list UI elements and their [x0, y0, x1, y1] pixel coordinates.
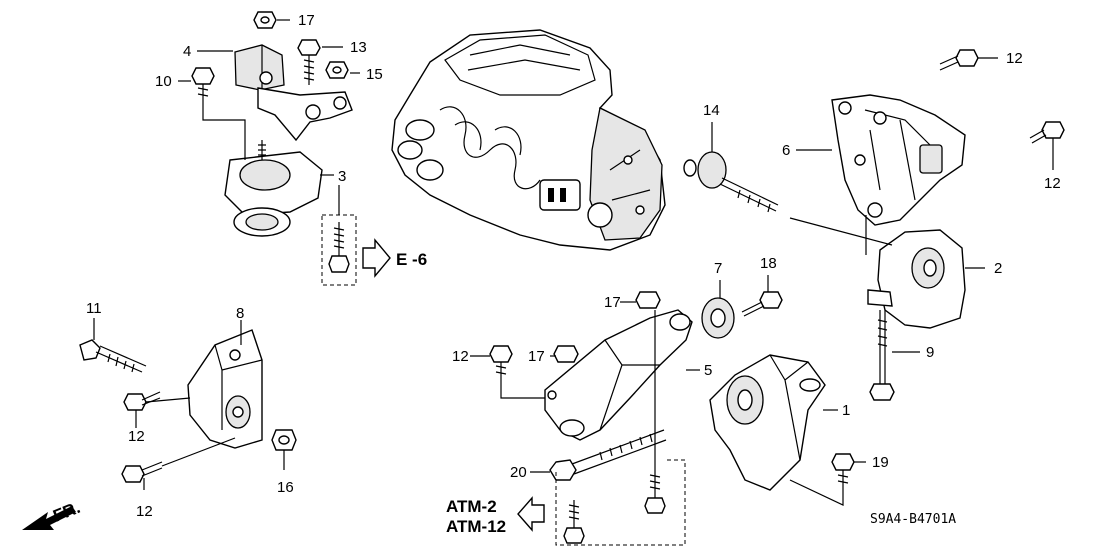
- flange-bolt-19: [831, 453, 855, 490]
- callout-12-left: 12: [128, 428, 145, 445]
- rear-engine-mount-1: [709, 354, 826, 491]
- callout-8: 8: [236, 305, 244, 322]
- flange-bolt-18: [741, 291, 783, 317]
- callout-17-lower: 17: [528, 348, 545, 365]
- transmission-mount-8: [187, 329, 263, 449]
- callout-2: 2: [994, 260, 1002, 277]
- callout-9: 9: [926, 344, 934, 361]
- bushing-7: [701, 297, 735, 339]
- through-bolt-20: [549, 429, 667, 481]
- part-code: S9A4-B4701A: [870, 512, 956, 527]
- callout-3: 3: [338, 168, 346, 185]
- callout-12-bottom: 12: [136, 503, 153, 520]
- callout-17-middle: 17: [604, 294, 621, 311]
- reference-e6: E -6: [396, 250, 427, 269]
- callout-16: 16: [277, 479, 294, 496]
- through-bolt-9: [869, 310, 895, 401]
- callout-1: 1: [842, 402, 850, 419]
- flange-bolt-12-middle: [489, 345, 513, 378]
- flange-bolt-13: [297, 39, 321, 85]
- callout-12-right: 12: [1044, 175, 1061, 192]
- callout-7: 7: [714, 260, 722, 277]
- reference-atm-12: ATM-12: [446, 517, 506, 536]
- atm-reference-bolts: [517, 459, 686, 546]
- hex-nut-17-top: [253, 11, 277, 29]
- e6-reference-bolt: [321, 214, 391, 286]
- hex-nut-15: [325, 61, 349, 79]
- flange-bolt-12-left: [123, 391, 161, 411]
- front-engine-mount-2: [867, 229, 966, 329]
- flange-bolt-12-bottom: [121, 461, 163, 483]
- rear-mount-bracket-5: [544, 309, 693, 441]
- side-engine-mount-assembly: [224, 44, 353, 237]
- callout-13: 13: [350, 39, 367, 56]
- callout-11: 11: [86, 300, 102, 317]
- front-direction-arrow: [22, 506, 76, 530]
- callout-12-middle: 12: [452, 348, 469, 365]
- callout-15: 15: [366, 66, 383, 83]
- hex-nut-16: [271, 429, 297, 451]
- callout-14: 14: [703, 102, 720, 119]
- hex-nut-17-middle: [635, 291, 661, 309]
- front-label: FR.: [50, 498, 83, 526]
- callout-6: 6: [782, 142, 790, 159]
- callout-18: 18: [760, 255, 777, 272]
- stopper-rod-14: [683, 151, 779, 213]
- flange-bolt-12-right: [1029, 121, 1065, 144]
- engine-mount-bracket-6: [831, 94, 966, 226]
- callout-19: 19: [872, 454, 889, 471]
- through-bolt-11: [79, 339, 147, 373]
- callout-5: 5: [704, 362, 712, 379]
- callout-12-top-right: 12: [1006, 50, 1023, 67]
- reference-atm-2: ATM-2: [446, 497, 497, 516]
- callout-20: 20: [510, 464, 527, 481]
- flange-bolt-12-top-right: [939, 49, 979, 71]
- leader-lines: [93, 19, 1054, 506]
- callout-4: 4: [183, 43, 191, 60]
- callout-10: 10: [155, 73, 172, 90]
- hex-nut-17-lower: [553, 345, 579, 363]
- callout-17-top: 17: [298, 12, 315, 29]
- engine-assembly: [391, 29, 666, 251]
- flange-bolt-10: [191, 67, 215, 100]
